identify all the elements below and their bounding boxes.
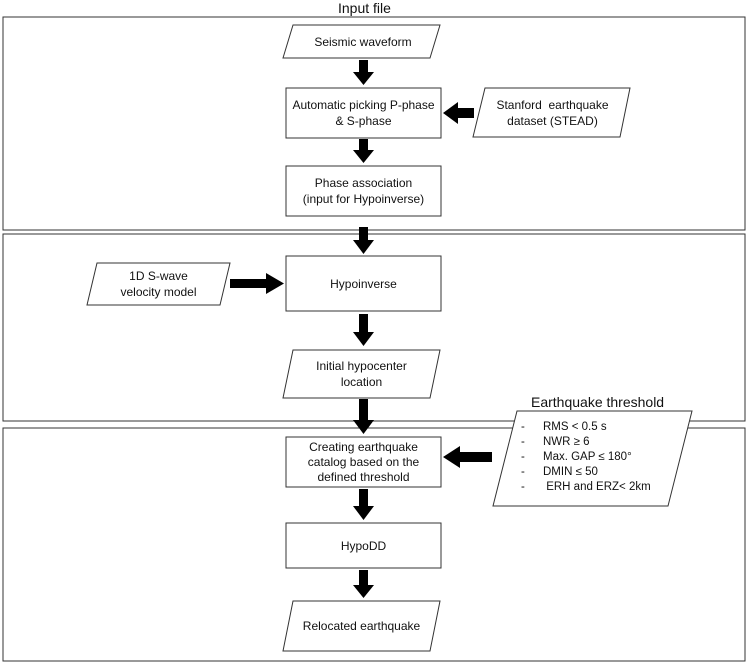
hypoinverse-shape (285, 255, 442, 312)
criteria-nwr: NWR ≥ 6 (543, 436, 590, 448)
criteria-item: -NWR ≥ 6 (521, 436, 590, 448)
velocity-model-shape (86, 262, 231, 306)
hypoinverse-label: Hypoinverse (286, 256, 441, 311)
velocity-model-label: 1D S-wave velocity model (92, 263, 225, 305)
relocated-shape (282, 600, 441, 652)
threshold-title: Earthquake threshold (531, 394, 665, 410)
arrow-right-velocity (230, 273, 284, 294)
arrow-down-4 (353, 314, 374, 346)
stead-shape (472, 87, 631, 138)
creating-catalog-label: Creating earthquake catalog based on the… (286, 437, 441, 487)
phase-association-label: Phase association (input for Hypoinverse… (286, 166, 441, 216)
criteria-gap: Max. GAP ≤ 180° (543, 451, 632, 463)
threshold-criteria-shape (492, 410, 693, 507)
arrow-down-2 (353, 139, 374, 163)
section-relocation-frame (2, 427, 746, 662)
initial-hypocenter-label: Initial hypocenter location (288, 350, 435, 398)
arrow-down-6 (353, 489, 374, 520)
creating-catalog-line-3: defined threshold (317, 469, 410, 484)
creating-catalog-line-2: catalog based on the (307, 454, 420, 469)
creating-catalog-shape (285, 436, 442, 488)
criteria-rms: RMS < 0.5 s (543, 421, 607, 433)
criteria-erh-erz: ERH and ERZ< 2km (543, 481, 651, 493)
criteria-item: -DMIN ≤ 50 (521, 466, 598, 478)
hypoinverse-text: Hypoinverse (330, 276, 397, 291)
hypodd-label: HypoDD (286, 523, 441, 568)
seismic-waveform-shape (282, 24, 441, 59)
arrow-left-threshold (443, 446, 492, 468)
section-input-frame (2, 16, 746, 231)
arrow-down-1 (353, 60, 374, 85)
arrow-left-stead (443, 102, 474, 124)
relocated-text: Relocated earthquake (302, 619, 421, 633)
relocated-label: Relocated earthquake (288, 601, 435, 651)
stead-label: Stanford earthquake dataset (STEAD) (480, 88, 625, 137)
auto-picking-line-2: & S-phase (335, 114, 392, 128)
seismic-waveform-label: Seismic waveform (293, 25, 433, 58)
stead-line-1: Stanford earthquake (496, 97, 609, 112)
initial-hypocenter-line-1: Initial hypocenter (316, 359, 407, 373)
stead-line-2: dataset (STEAD) (507, 113, 598, 128)
auto-picking-shape (285, 87, 442, 139)
auto-picking-label: Automatic picking P-phase & S-phase (286, 88, 441, 138)
creating-catalog-line-1: Creating earthquake (309, 439, 418, 454)
velocity-model-line-2: velocity model (120, 285, 197, 299)
threshold-criteria-list: -RMS < 0.5 s -NWR ≥ 6 -Max. GAP ≤ 180° -… (521, 420, 651, 495)
phase-association-shape (285, 165, 442, 217)
seismic-waveform-text: Seismic waveform (314, 34, 412, 49)
auto-picking-line-1: Automatic picking P-phase (292, 98, 435, 112)
phase-association-line-1: Phase association (314, 176, 413, 190)
criteria-item: -Max. GAP ≤ 180° (521, 451, 632, 463)
arrow-down-7 (353, 570, 374, 598)
hypodd-text: HypoDD (340, 538, 387, 553)
arrow-down-3 (353, 227, 374, 254)
section-location-frame (2, 233, 746, 422)
hypodd-shape (285, 522, 442, 569)
criteria-item: - ERH and ERZ< 2km (521, 481, 651, 493)
initial-hypocenter-shape (282, 349, 441, 399)
phase-association-line-2: (input for Hypoinverse) (302, 192, 425, 206)
arrow-down-5 (353, 399, 374, 434)
initial-hypocenter-line-2: location (340, 375, 383, 389)
velocity-model-line-1: 1D S-wave (129, 269, 188, 283)
criteria-dmin: DMIN ≤ 50 (543, 466, 598, 478)
criteria-item: -RMS < 0.5 s (521, 421, 607, 433)
input-file-title: Input file (338, 0, 391, 16)
